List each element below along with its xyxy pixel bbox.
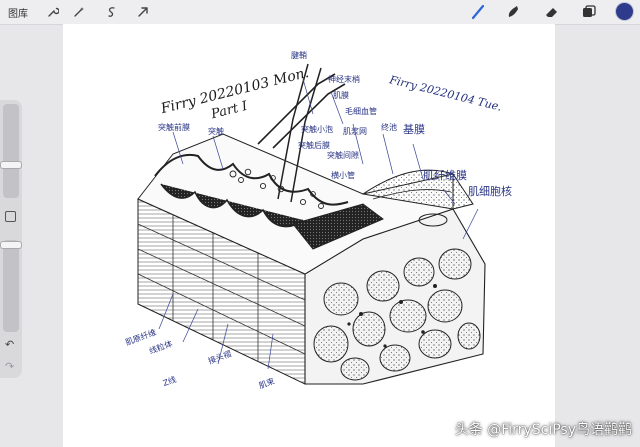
- wrench-icon[interactable]: [44, 3, 62, 21]
- label-nerve: 神经末梢: [328, 75, 360, 84]
- label-cap: 毛细血管: [345, 107, 377, 116]
- label-post: 突触后膜: [298, 141, 330, 150]
- layers-icon[interactable]: [579, 3, 599, 21]
- opacity-handle[interactable]: [1, 242, 21, 248]
- label-basal: 基膜: [403, 123, 425, 136]
- color-swatch[interactable]: [616, 3, 633, 20]
- undo-icon[interactable]: ↶: [5, 338, 15, 351]
- brush-size-handle[interactable]: [1, 162, 21, 168]
- muscle-illustration: [137, 63, 486, 385]
- redo-icon[interactable]: ↷: [5, 360, 15, 373]
- top-toolbar: 图库: [0, 0, 640, 25]
- label-nucleus: 肌细胞核: [468, 185, 512, 198]
- label-cleft: 突触间隙: [327, 151, 359, 160]
- drawing-canvas[interactable]: Firry 20220103 Mon. Part I Firry 2022010…: [63, 24, 555, 447]
- label-myelin: 肌膜: [333, 91, 349, 100]
- watermark: 头条 @FirrySciPsy鸟语鹳鹳: [454, 422, 632, 438]
- left-sidebar: ↶ ↷: [0, 100, 22, 378]
- label-tendon: 腱鞘: [291, 51, 307, 60]
- brush-icon[interactable]: [468, 3, 488, 21]
- label-vesicle: 突触小泡: [301, 125, 333, 134]
- gallery-button[interactable]: 图库: [8, 8, 28, 20]
- label-pre: 突触前膜: [158, 123, 190, 132]
- selection-icon[interactable]: [103, 3, 121, 21]
- magic-wand-icon[interactable]: [70, 3, 88, 21]
- label-sr: 肌浆网: [343, 127, 367, 136]
- modify-button[interactable]: [5, 211, 16, 222]
- brush-size-slider[interactable]: [3, 104, 19, 198]
- eraser-icon[interactable]: [542, 3, 562, 21]
- transform-arrow-icon[interactable]: [134, 3, 152, 21]
- label-ttube: 终池: [381, 123, 397, 132]
- label-gap: 突触: [208, 127, 224, 136]
- label-sarcolemma: 肌纤维膜: [423, 169, 467, 182]
- smudge-icon[interactable]: [503, 3, 523, 21]
- opacity-slider[interactable]: [3, 240, 19, 332]
- label-tubule: 横小管: [331, 171, 355, 180]
